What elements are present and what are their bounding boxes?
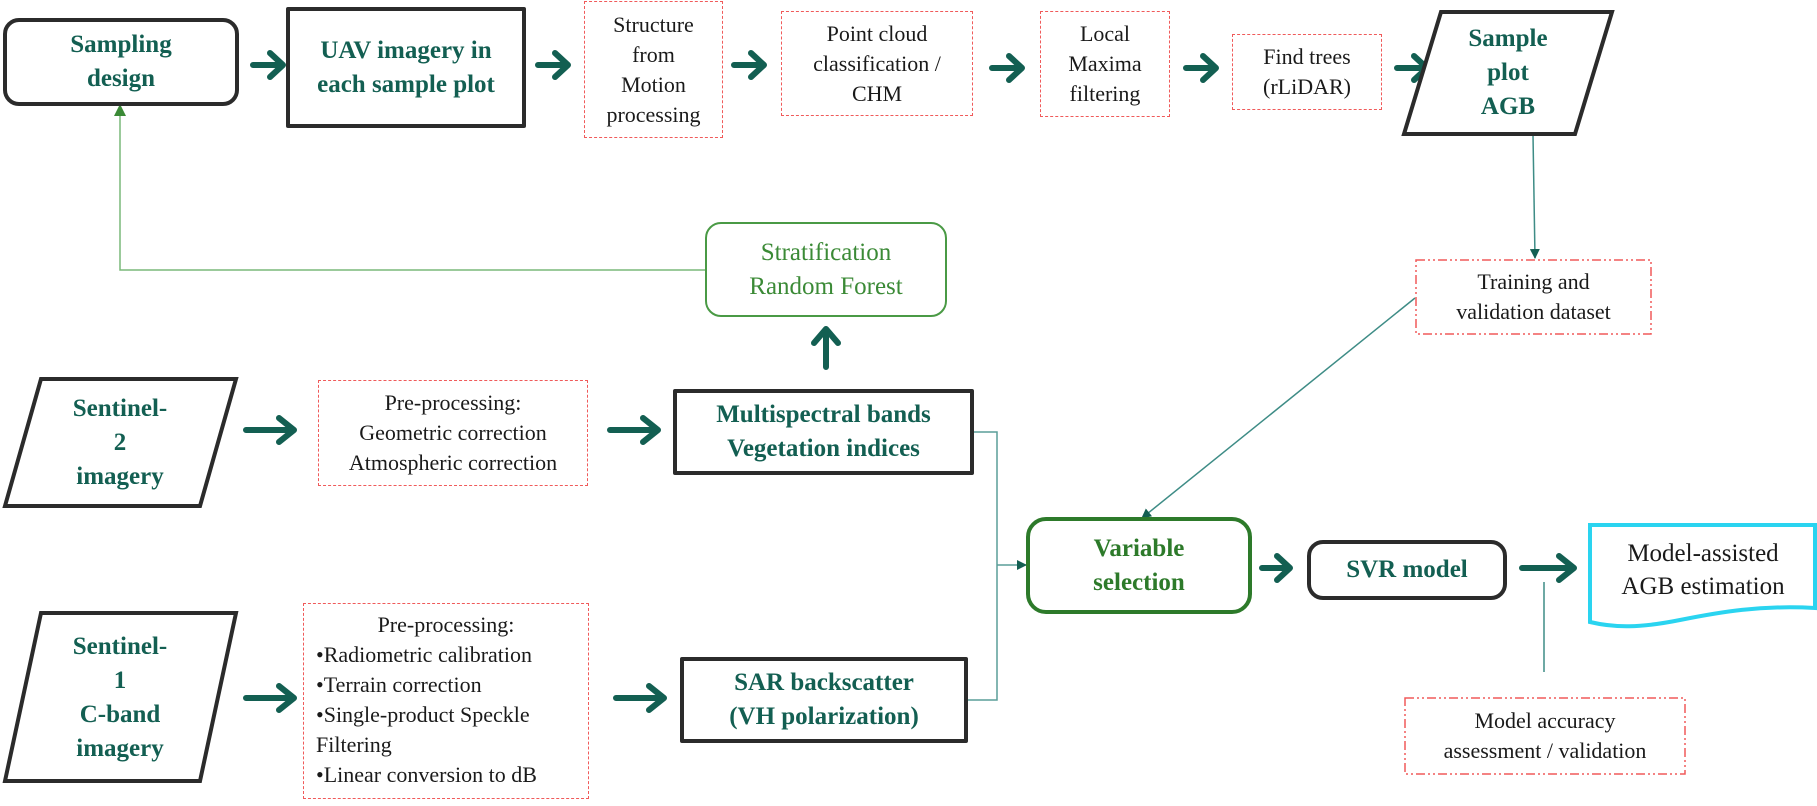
- accuracy-assessment-node[interactable]: Model accuracy assessment / validation: [1443, 708, 1647, 763]
- arrow-maxima-to-findtrees: [1183, 53, 1219, 83]
- agb-estimation-shape: [1588, 523, 1817, 629]
- sar-backscatter-node[interactable]: SAR backscatter (VH polarization): [680, 657, 968, 743]
- connector-multispectral-to-merge: [968, 431, 998, 701]
- s1-preprocessing-item: Filtering: [316, 732, 392, 757]
- arrow-pointcloud-to-maxima: [989, 53, 1025, 83]
- agb-estimation-node[interactable]: Model-assisted AGB estimation: [1621, 540, 1785, 600]
- connector-training-to-variable: [1141, 297, 1416, 519]
- accuracy-assessment-border: [1404, 697, 1686, 775]
- arrow-preproc-to-sar: [613, 683, 667, 713]
- training-dataset-border: [1415, 259, 1652, 335]
- s2-preprocessing-node[interactable]: Pre-processing: Geometric correction Atm…: [318, 380, 588, 486]
- s1-preprocessing-node[interactable]: Pre-processing: •Radiometric calibration…: [303, 603, 589, 799]
- stratification-node[interactable]: Stratification Random Forest: [705, 222, 947, 317]
- arrow-s2-to-preproc: [243, 415, 297, 445]
- sfm-processing-node[interactable]: Structure from Motion processing: [584, 1, 723, 138]
- arrow-multispectral-to-stratification: [811, 326, 841, 370]
- arrow-uav-to-sfm: [535, 50, 571, 80]
- find-trees-node[interactable]: Find trees (rLiDAR): [1232, 34, 1382, 110]
- point-cloud-node[interactable]: Point cloud classification / CHM: [781, 11, 973, 116]
- s2-preprocessing-header: Pre-processing:: [384, 390, 522, 415]
- arrow-sampling-to-uav: [250, 50, 286, 80]
- arrow-preproc-to-multispectral: [607, 415, 661, 445]
- connector-agb-to-training: [1529, 134, 1540, 259]
- arrow-variable-to-svr: [1259, 553, 1293, 583]
- sample-plot-agb-node[interactable]: Sample plot AGB: [1468, 25, 1548, 120]
- connector-stratification-to-sampling: [114, 104, 705, 271]
- s1-preprocessing-header: Pre-processing:: [377, 612, 515, 637]
- sentinel1-node[interactable]: Sentinel- 1 C-band imagery: [72, 633, 168, 762]
- local-maxima-node[interactable]: Local Maxima filtering: [1040, 11, 1170, 117]
- uav-imagery-node[interactable]: UAV imagery in each sample plot: [286, 7, 526, 128]
- svr-model-node[interactable]: SVR model: [1307, 540, 1507, 600]
- arrow-sfm-to-pointcloud: [731, 50, 767, 80]
- s1-preprocessing-item: •Single-product Speckle: [316, 702, 530, 727]
- sentinel2-node[interactable]: Sentinel- 2 imagery: [72, 395, 168, 490]
- sentinel2-shape: [2, 377, 239, 508]
- sample-plot-agb-shape: [1401, 10, 1615, 136]
- variable-selection-node[interactable]: Variable selection: [1026, 517, 1252, 614]
- s1-preprocessing-item: •Radiometric calibration: [316, 642, 533, 667]
- s1-preprocessing-item: •Terrain correction: [316, 672, 482, 697]
- sampling-design-node[interactable]: Sampling design: [3, 18, 239, 106]
- sentinel1-shape: [2, 611, 239, 783]
- multispectral-node[interactable]: Multispectral bands Vegetation indices: [673, 389, 974, 475]
- s1-preprocessing-item: •Linear conversion to dB: [316, 762, 537, 787]
- arrow-s1-to-preproc: [243, 683, 297, 713]
- s2-preprocessing-item: Atmospheric correction: [348, 450, 558, 475]
- arrow-svr-to-estimation: [1519, 553, 1577, 583]
- s2-preprocessing-item: Geometric correction: [359, 420, 547, 445]
- training-dataset-node[interactable]: Training and validation dataset: [1456, 269, 1611, 324]
